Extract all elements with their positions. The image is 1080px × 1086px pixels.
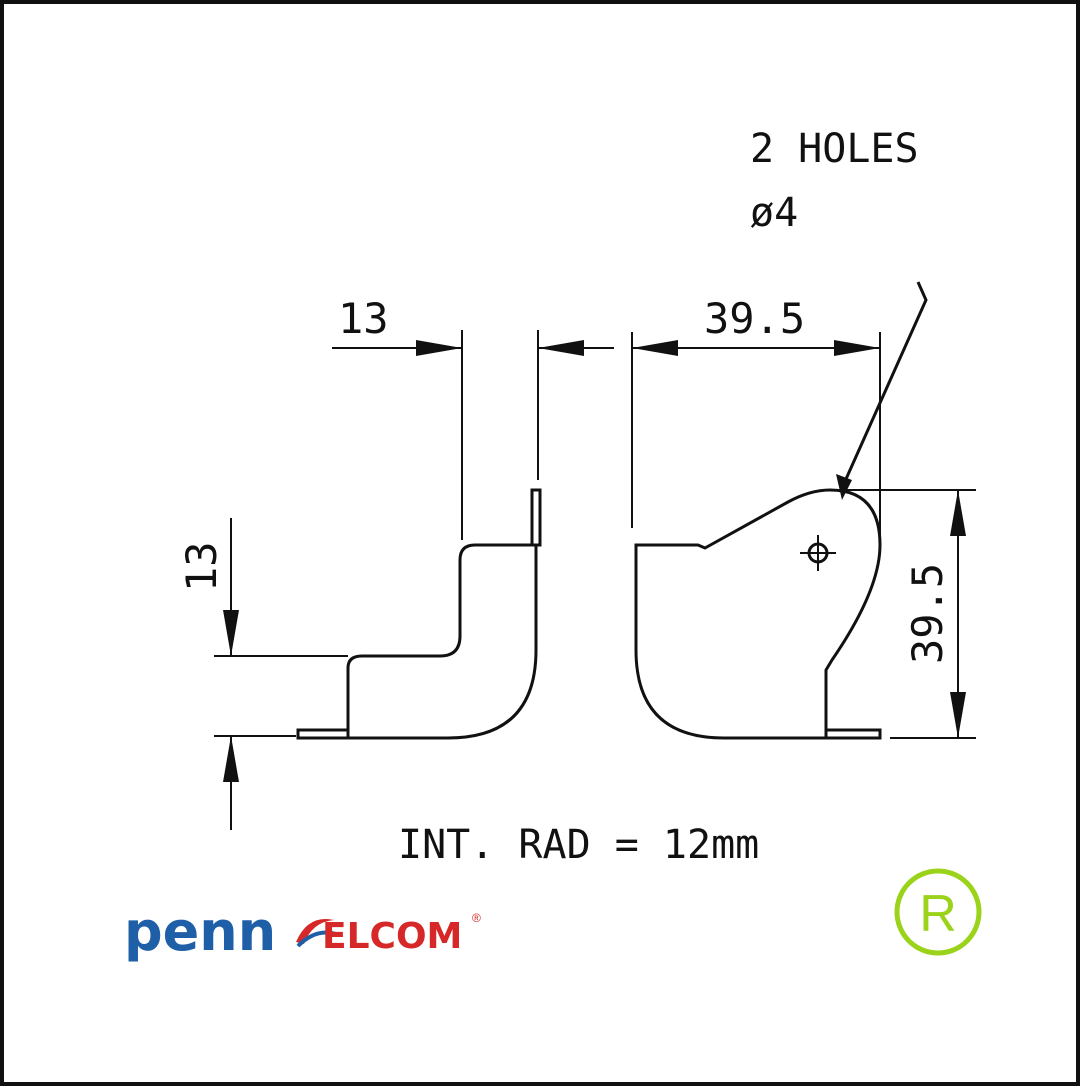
hole-leader-arrow	[836, 474, 852, 500]
left-height-arrow-b	[223, 736, 239, 782]
left-width-label: 13	[338, 294, 389, 343]
right-height-dimension: 39.5	[840, 489, 976, 739]
left-width-arrow-b	[538, 340, 584, 356]
right-height-arrow-a	[950, 490, 966, 536]
left-corner-part	[296, 488, 542, 740]
right-width-dimension: 39.5	[631, 294, 881, 540]
right-width-arrow-a	[632, 340, 678, 356]
left-top-tab	[530, 488, 542, 547]
penn-elcom-logo: penn ELCOM ®	[124, 900, 481, 963]
right-width-arrow-b	[834, 340, 880, 356]
internal-radius-note: INT. RAD = 12mm	[398, 822, 759, 868]
left-height-arrow-a	[223, 610, 239, 656]
registered-letter: R	[919, 885, 957, 943]
logo-registered-small: ®	[472, 911, 481, 925]
right-body-outline	[634, 488, 882, 740]
left-body-outline	[346, 543, 538, 740]
holes-note-line1: 2 HOLES	[750, 126, 919, 172]
logo-elcom-text: ELCOM	[322, 916, 462, 957]
holes-note-line2: ø4	[750, 190, 798, 236]
left-base-flange	[296, 728, 350, 740]
right-height-label: 39.5	[903, 563, 952, 664]
left-height-label: 13	[177, 541, 226, 592]
left-width-dimension: 13	[332, 294, 614, 540]
right-corner-part	[634, 281, 928, 740]
logo-penn-text: penn	[124, 900, 276, 963]
right-width-label: 39.5	[704, 294, 805, 343]
registered-circle	[894, 868, 982, 956]
left-width-arrow-a	[416, 340, 462, 356]
hole-leader-line	[840, 281, 928, 489]
left-height-dimension: 13	[177, 518, 348, 830]
registered-trademark-symbol: R	[894, 868, 982, 956]
right-base-flange	[826, 728, 882, 740]
right-height-arrow-b	[950, 692, 966, 738]
